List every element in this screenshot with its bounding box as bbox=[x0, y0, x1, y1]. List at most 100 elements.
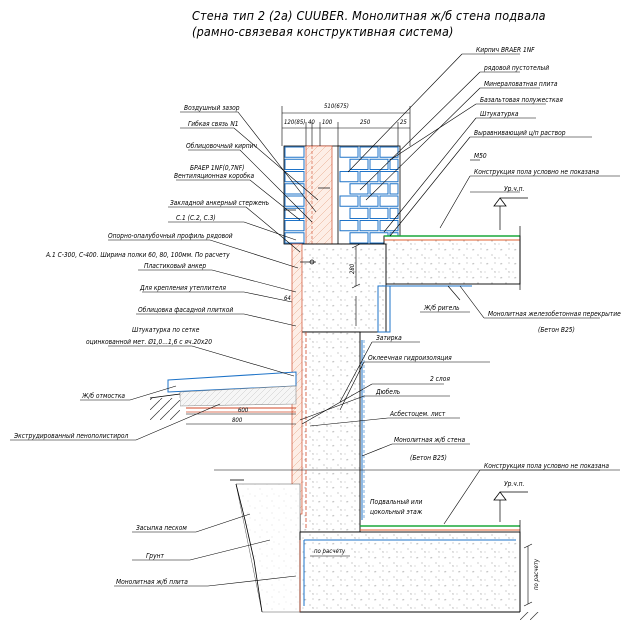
label-facing-brick: Облицовочный кирпич bbox=[186, 142, 258, 150]
label-galv-mesh: оцинкованной мет. Ø1,0...1,6 с яч.20х20 bbox=[86, 338, 212, 346]
hollow-brick-unit bbox=[389, 158, 399, 170]
label-floor-note-top: Конструкция пола условно не показана bbox=[474, 168, 599, 176]
label-anchor-rod: Закладной анкерный стержень bbox=[170, 199, 270, 207]
label-xps: Экструдированный пенополистирол bbox=[14, 432, 129, 440]
label-basalt-mesh: Базальтовая полужесткая bbox=[480, 96, 563, 104]
label-brick-hollow: рядовой пустотелый bbox=[484, 64, 550, 72]
label-c1: С.1 (С.2, С.3) bbox=[176, 214, 216, 222]
facing-brick-unit bbox=[284, 195, 305, 207]
facing-brick-unit bbox=[284, 171, 305, 183]
facing-brick-unit bbox=[284, 146, 305, 158]
dimension-280 bbox=[351, 243, 361, 326]
rc-crossbar-block bbox=[299, 243, 387, 333]
facing-brick-unit bbox=[284, 232, 305, 244]
label-soil: Грунт bbox=[146, 552, 164, 560]
dim-600: 600 bbox=[238, 407, 249, 414]
label-by-calc-bottom: по расчету bbox=[314, 548, 346, 555]
hollow-brick-unit bbox=[379, 171, 399, 183]
bottom-slab bbox=[299, 520, 540, 620]
dimension-base bbox=[186, 413, 533, 607]
hollow-brick-unit bbox=[339, 195, 359, 207]
label-sand-fill: Засыпка песком bbox=[136, 524, 187, 532]
label-basement-2: цокольный этаж bbox=[370, 508, 423, 516]
label-brick: Кирпич BRAER 1NF bbox=[476, 46, 535, 54]
dim-120: 120(85) bbox=[284, 119, 306, 126]
hollow-brick-unit bbox=[359, 146, 379, 158]
title-line-1: Стена тип 2 (2а) CUUBER. Монолитная ж/б … bbox=[192, 8, 546, 23]
hollow-brick-unit bbox=[389, 183, 399, 195]
label-2-layers: 2 слоя bbox=[430, 375, 450, 383]
label-facade-tile: Облицовка фасадной плиткой bbox=[138, 306, 234, 314]
dim-40: 40 bbox=[308, 119, 315, 126]
label-support-profile: Опорно-опалубочный профиль рядовой bbox=[108, 232, 233, 240]
label-plaster-top: Штукатурка bbox=[480, 110, 519, 118]
label-glued-waterproof: Оклеечная гидроизоляция bbox=[368, 354, 452, 362]
label-plastic-anchor: Пластиковый анкер bbox=[144, 262, 207, 270]
label-level-mortar: Выравнивающий ц/п раствор bbox=[474, 129, 566, 137]
label-sealant: Затирка bbox=[376, 334, 402, 342]
brick-masonry bbox=[283, 145, 401, 245]
hollow-brick-unit bbox=[359, 171, 379, 183]
label-blind-area: Ж/б отмостка bbox=[82, 392, 126, 400]
label-insul-fix: Для крепления утеплителя bbox=[140, 284, 226, 292]
dimension-lines-top bbox=[281, 106, 411, 146]
leader-lines bbox=[10, 53, 620, 587]
hollow-brick-unit bbox=[349, 158, 369, 170]
dim-280: 280 bbox=[349, 263, 356, 274]
label-floor-note-bottom: Конструкция пола условно не показана bbox=[484, 462, 609, 470]
dim-64: 64 bbox=[284, 295, 291, 302]
label-braer: БРАЕР 1NF(0,7NF) bbox=[190, 164, 245, 172]
hollow-brick-unit bbox=[369, 207, 389, 219]
level-mark-bottom bbox=[493, 491, 528, 522]
anchor-markers bbox=[284, 187, 330, 265]
label-asbestos: Асбестоцем. лист bbox=[390, 410, 446, 418]
blind-area bbox=[167, 371, 297, 413]
hollow-brick-unit bbox=[379, 195, 399, 207]
label-level-top: Ур.ч.п. bbox=[504, 185, 525, 193]
mineral-wool-layer bbox=[305, 145, 333, 245]
facing-brick-unit bbox=[284, 183, 305, 195]
dim-total: 510(675) bbox=[324, 103, 349, 110]
label-monolithic-wall: Монолитная ж/б стена bbox=[394, 436, 466, 444]
hollow-brick-unit bbox=[349, 183, 369, 195]
sand-backfill bbox=[230, 479, 301, 613]
label-a1: А.1 С-300, С-400. Ширина полки 60, 80, 1… bbox=[46, 251, 230, 259]
title-line-2: (рамно-связевая конструктивная система) bbox=[192, 24, 454, 39]
dim-800: 800 bbox=[232, 417, 243, 424]
hollow-brick-unit bbox=[339, 220, 359, 232]
hollow-brick-unit bbox=[389, 207, 399, 219]
hollow-brick-unit bbox=[379, 146, 399, 158]
monolithic-wall bbox=[299, 331, 361, 533]
level-mark-top bbox=[493, 197, 528, 230]
hollow-brick-unit bbox=[349, 232, 369, 244]
label-monolithic-slab: Монолитная железобетонная перекрытие bbox=[488, 310, 621, 318]
label-flex-tie: Гибкая связь N1 bbox=[188, 120, 239, 128]
label-mesh-plaster: Штукатурка по сетке bbox=[132, 326, 200, 334]
dim-25: 25 bbox=[400, 119, 407, 126]
label-dowel: Дюбель bbox=[376, 388, 401, 396]
hollow-brick-unit bbox=[339, 146, 359, 158]
hollow-brick-unit bbox=[349, 207, 369, 219]
hollow-brick-unit bbox=[369, 158, 389, 170]
top-floor-slab bbox=[383, 226, 521, 290]
label-rc-crossbar: Ж/б ригель bbox=[424, 304, 460, 312]
facing-brick-unit bbox=[284, 207, 305, 219]
label-mineral-slab: Минераловатная плита bbox=[484, 80, 558, 88]
label-air-gap: Воздушный зазор bbox=[184, 104, 240, 112]
label-rc-slab: Монолитная ж/б плита bbox=[116, 578, 188, 586]
facing-brick-unit bbox=[284, 158, 305, 170]
hollow-brick-unit bbox=[359, 195, 379, 207]
label-level-bottom: Ур.ч.п. bbox=[504, 480, 525, 488]
hollow-brick-unit bbox=[339, 171, 359, 183]
dim-250: 250 bbox=[360, 119, 371, 126]
hollow-brick-unit bbox=[359, 220, 379, 232]
label-concrete-b25-a: (Бетон B25) bbox=[538, 326, 575, 334]
label-basement-1: Подвальный или bbox=[370, 498, 423, 506]
label-by-calc-vertical: по расчету bbox=[533, 558, 540, 590]
hollow-brick-unit bbox=[369, 183, 389, 195]
dim-100: 100 bbox=[322, 119, 333, 126]
label-vent-box: Вентиляционная коробка bbox=[174, 172, 255, 180]
label-m50: М50 bbox=[474, 152, 487, 160]
